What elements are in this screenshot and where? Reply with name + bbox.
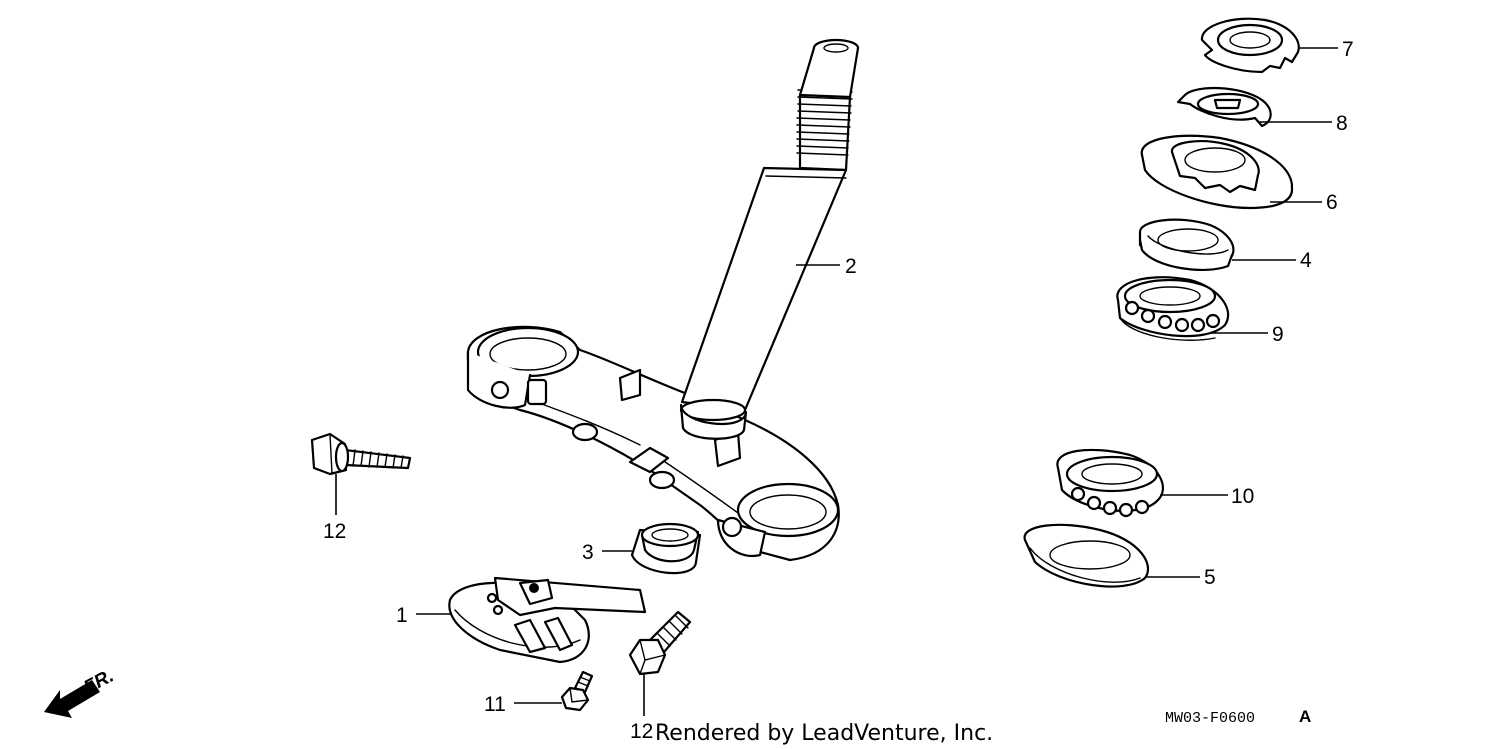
- front-direction-arrow: FR.: [44, 666, 117, 718]
- callout-11: 11: [484, 693, 506, 716]
- arrow-icon: [44, 680, 100, 718]
- callout-12-upper: 12: [323, 520, 346, 543]
- dust-seal-part-4[interactable]: [1138, 218, 1235, 272]
- callout-1: 1: [396, 604, 408, 627]
- bolt-part-11[interactable]: [560, 670, 594, 712]
- bearing-balls-lower: [1070, 486, 1150, 518]
- bearing-balls: [1124, 300, 1221, 333]
- diagram-code-text: MW03-F0600: [1165, 710, 1255, 727]
- bolt-threads: [352, 449, 404, 469]
- callout-3: 3: [582, 541, 594, 564]
- bolt-part-12-lower[interactable]: [628, 610, 692, 676]
- steering-stem-part-2[interactable]: [466, 38, 860, 562]
- lock-nut-part-7[interactable]: [1200, 17, 1300, 74]
- callout-12-lower: 12: [630, 720, 653, 743]
- lock-washer-part-8[interactable]: [1176, 87, 1272, 128]
- adjusting-nut-part-6[interactable]: [1140, 134, 1294, 210]
- callout-8: 8: [1336, 112, 1348, 135]
- diagram-code-suffix: A: [1299, 707, 1311, 726]
- callout-5: 5: [1204, 566, 1216, 589]
- collar-part-3[interactable]: [630, 522, 702, 575]
- callout-9: 9: [1272, 323, 1284, 346]
- upper-bearing-part-9[interactable]: [1116, 276, 1230, 341]
- callout-6: 6: [1326, 191, 1338, 214]
- diagram-code: MW03-F0600 A: [1165, 707, 1311, 727]
- callout-4: 4: [1300, 249, 1312, 272]
- dust-seal-part-5[interactable]: [1023, 523, 1150, 588]
- bolt-part-12-upper[interactable]: [310, 432, 412, 476]
- callout-2: 2: [845, 255, 857, 278]
- render-credit: Rendered by LeadVenture, Inc.: [655, 721, 993, 746]
- bolt-threads-lower: [657, 615, 689, 647]
- callout-10: 10: [1231, 485, 1254, 508]
- leader-lines: [335, 47, 1338, 716]
- lower-bearing-part-10[interactable]: [1056, 448, 1164, 518]
- callout-7: 7: [1342, 38, 1354, 61]
- stopper-assembly-part-1[interactable]: [448, 576, 647, 664]
- callout-numbers: 7 8 6 4 9 10 5 2 3 1 11 12 12: [323, 38, 1354, 743]
